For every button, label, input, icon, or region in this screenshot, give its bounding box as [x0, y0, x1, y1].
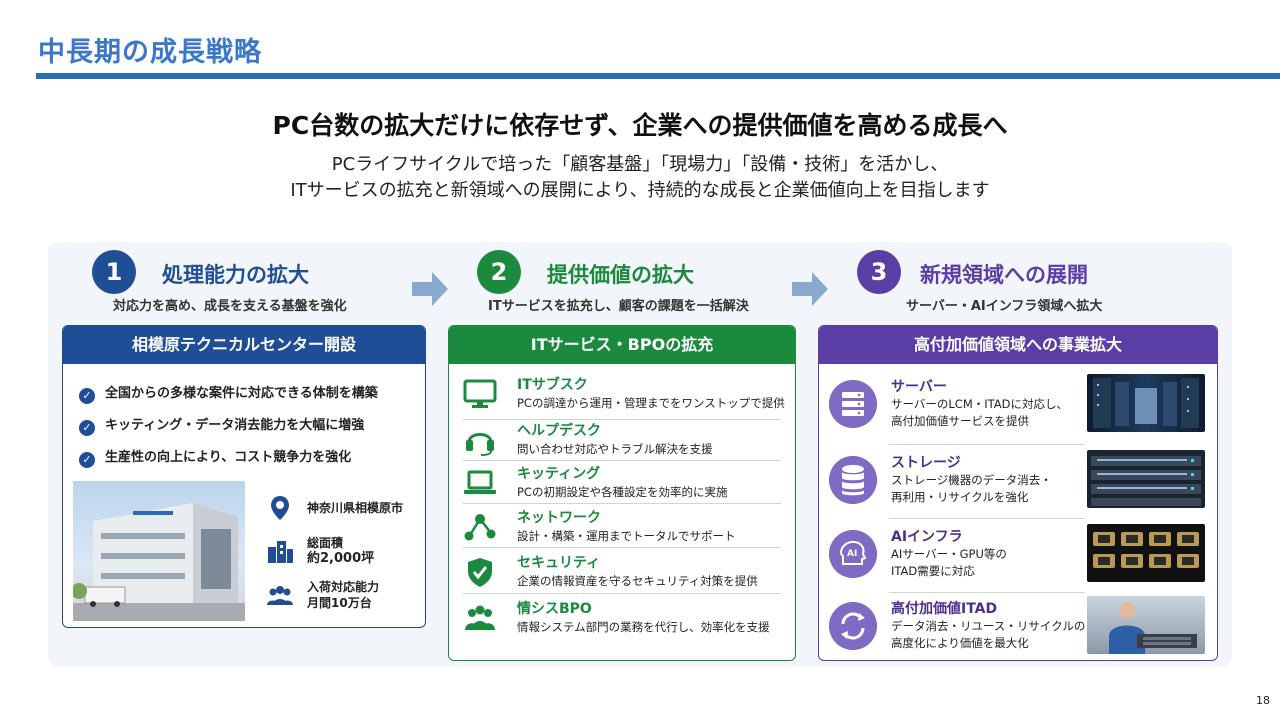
domain-ai-infra: AI AIインフラ AIサーバー・GPU等の ITAD需要に対応 — [829, 520, 1205, 590]
gpu-photo — [1087, 524, 1205, 582]
service-security: セキュリティ 企業の情報資産を守るセキュリティ対策を提供 — [463, 552, 783, 596]
page-number: 18 — [1256, 694, 1270, 707]
step-2-title: 提供価値の拡大 — [547, 263, 694, 287]
server-room-photo — [1087, 374, 1205, 432]
headset-icon — [466, 433, 494, 456]
technician-photo — [1087, 596, 1205, 654]
service-it-bpo: 情シスBPO 情報システム部門の業務を代行し、効率化を支援 — [463, 598, 783, 642]
team-icon — [465, 605, 495, 630]
service-network: ネットワーク 設計・構築・運用までトータルでサポート — [463, 507, 783, 551]
service-kitting: キッティング PCの初期設定や各種設定を効率的に実施 — [463, 463, 783, 507]
page-title: 中長期の成長戦略 — [38, 37, 262, 68]
storage-rack-photo — [1087, 450, 1205, 508]
card-2-header: ITサービス・BPOの拡充 — [449, 326, 795, 364]
domain-itad: 高付加価値ITAD データ消去・リユース・リサイクルの 高度化により価値を最大化 — [829, 592, 1205, 660]
card-1-header: 相模原テクニカルセンター開設 — [63, 326, 425, 364]
svg-text:AI: AI — [847, 549, 857, 559]
check-item: ✓全国からの多様な案件に対応できる体制を構築 — [79, 382, 378, 404]
shield-check-icon — [468, 558, 492, 587]
step-2-number: 2 — [477, 250, 521, 294]
step-1-number: 1 — [92, 250, 136, 294]
network-icon — [464, 514, 496, 541]
step-3-number: 3 — [857, 250, 901, 294]
recycle-icon — [829, 602, 877, 650]
check-circle-icon: ✓ — [79, 388, 95, 404]
step-3-title: 新規領域への展開 — [920, 263, 1088, 287]
location-pin-icon — [271, 496, 289, 520]
domain-storage: ストレージ ストレージ機器のデータ消去・ 再利用・リサイクルを強化 — [829, 446, 1205, 516]
database-icon — [829, 456, 877, 504]
card-high-value: 高付加価値領域への事業拡大 サーバー サーバーのLCM・ITADに対応し、 高付… — [818, 325, 1218, 661]
check-item: ✓生産性の向上により、コスト競争力を強化 — [79, 446, 351, 468]
card-3-header: 高付加価値領域への事業拡大 — [819, 326, 1217, 364]
monitor-icon — [463, 379, 497, 408]
step-1-desc: 対応力を高め、成長を支える基盤を強化 — [113, 299, 347, 314]
check-circle-icon: ✓ — [79, 420, 95, 436]
step-2-desc: ITサービスを拡充し、顧客の課題を一括解決 — [488, 299, 749, 314]
step-1-title: 処理能力の拡大 — [162, 263, 309, 287]
domain-server: サーバー サーバーのLCM・ITADに対応し、 高付加価値サービスを提供 — [829, 370, 1205, 440]
card-it-services: ITサービス・BPOの拡充 ITサブスク PCの調達から運用・管理までをワンスト… — [448, 325, 796, 661]
card-technical-center: 相模原テクニカルセンター開設 ✓全国からの多様な案件に対応できる体制を構築 ✓キ… — [62, 325, 426, 628]
service-helpdesk: ヘルプデスク 問い合わせ対応やトラブル解決を支援 — [463, 420, 783, 464]
step-3-desc: サーバー・AIインフラ領域へ拡大 — [906, 299, 1103, 314]
center-info: 神奈川県相模原市 総面積 約2,000坪 — [251, 481, 417, 621]
check-circle-icon: ✓ — [79, 452, 95, 468]
building-icon — [268, 541, 293, 563]
building-photo — [73, 481, 245, 621]
ai-head-icon: AI — [829, 530, 877, 578]
subheadline-line-1: PCライフサイクルで培った「顧客基盤」「現場力」「設備・技術」を活かし、 — [331, 154, 949, 175]
headline: PC台数の拡大だけに依存せず、企業への提供価値を高める成長へ — [272, 111, 1008, 140]
service-it-subscription: ITサブスク PCの調達から運用・管理までをワンストップで提供 — [463, 374, 785, 418]
check-item: ✓キッティング・データ消去能力を大幅に増強 — [79, 414, 364, 436]
server-icon — [829, 380, 877, 428]
title-rule — [36, 73, 1280, 79]
laptop-icon — [464, 470, 496, 494]
people-icon — [267, 586, 293, 605]
subheadline-line-2: ITサービスの拡充と新領域への展開により、持続的な成長と企業価値向上を目指します — [290, 180, 990, 201]
